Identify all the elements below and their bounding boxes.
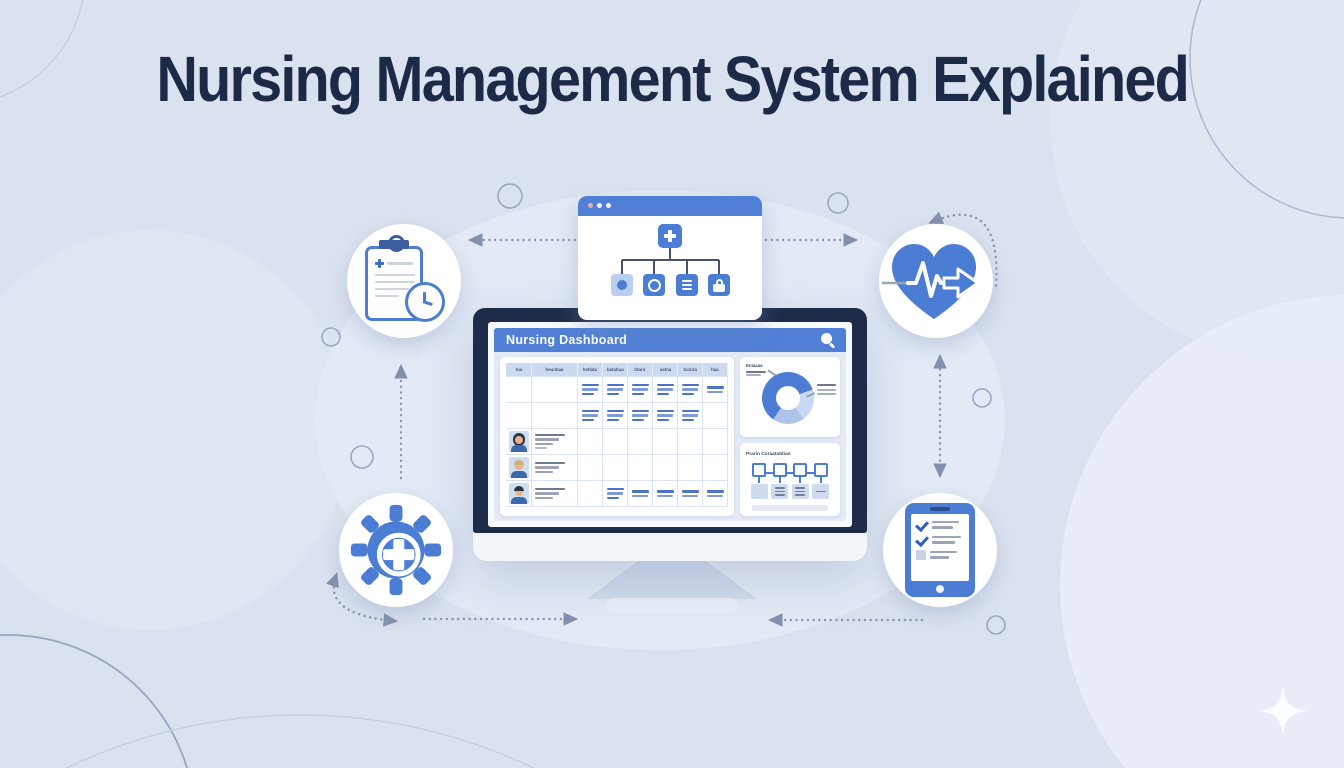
monitor-base xyxy=(606,598,738,613)
dashboard-right-column: Eniaaaa Prarin Coraatatdian xyxy=(740,357,840,516)
medical-cross-icon xyxy=(658,224,682,248)
feature-clipboard-schedule xyxy=(347,224,461,338)
window-dot-icon xyxy=(597,203,602,208)
sparkle-icon xyxy=(1258,686,1308,736)
monitor-chin xyxy=(473,533,867,561)
avatar-nurse-female-dark-hair xyxy=(508,431,529,452)
task-list-icon xyxy=(676,274,698,296)
clock-icon xyxy=(405,282,445,322)
medical-settings-gear-icon xyxy=(350,504,442,596)
window-dot-icon xyxy=(606,203,611,208)
donut-chart-card: Eniaaaa xyxy=(740,357,840,437)
security-lock-icon xyxy=(708,274,730,296)
org-chart xyxy=(578,216,762,320)
browser-titlebar xyxy=(578,196,762,216)
check-icon xyxy=(915,532,929,548)
avatar-nurse-male-dark-hair xyxy=(508,483,529,504)
flow-node xyxy=(749,463,769,499)
flow-connector-line xyxy=(756,472,824,474)
flow-node xyxy=(770,463,790,499)
flow-row xyxy=(746,463,834,499)
window-dots xyxy=(588,203,611,208)
medical-cross-icon xyxy=(375,259,384,268)
dotted-connectors xyxy=(326,211,998,627)
donut-label: Eniaaaa xyxy=(746,361,776,376)
feature-tablet-checklist xyxy=(883,493,997,607)
tablet-checklist-icon xyxy=(905,503,975,597)
flow-card-title: Prarin Coraatatdian xyxy=(746,450,791,457)
heart-pulse-icon xyxy=(882,244,980,319)
outline-circles xyxy=(321,183,1006,635)
table-row xyxy=(506,481,728,507)
donut-chart xyxy=(762,372,814,424)
clipboard-schedule-icon xyxy=(361,235,445,325)
check-icon xyxy=(915,517,929,533)
flow-card: Prarin Coraatatdian xyxy=(740,443,840,516)
feature-medical-settings xyxy=(339,493,453,607)
org-connector-lines xyxy=(621,248,720,274)
flow-bottom-bar xyxy=(752,505,828,511)
dashboard-title: Nursing Dashboard xyxy=(506,333,628,347)
window-dot-icon xyxy=(588,203,593,208)
flow-node xyxy=(811,463,831,499)
table-row xyxy=(506,377,728,403)
dashboard-header: Nursing Dashboard xyxy=(494,328,846,352)
donut-legend-lines xyxy=(817,384,836,395)
flow-node xyxy=(790,463,810,499)
patient-record-icon xyxy=(611,274,633,296)
avatar-nurse-male-blond xyxy=(508,457,529,478)
table-row xyxy=(506,429,728,455)
feature-heart-pulse xyxy=(879,224,993,338)
browser-window xyxy=(578,196,762,320)
table-row xyxy=(506,455,728,481)
table-row xyxy=(506,403,728,429)
schedule-refresh-icon xyxy=(643,274,665,296)
search-icon xyxy=(821,333,835,347)
page-title: Nursing Management System Explained xyxy=(156,43,1189,115)
home-button-icon xyxy=(936,584,944,593)
unchecked-box-icon xyxy=(916,550,926,560)
